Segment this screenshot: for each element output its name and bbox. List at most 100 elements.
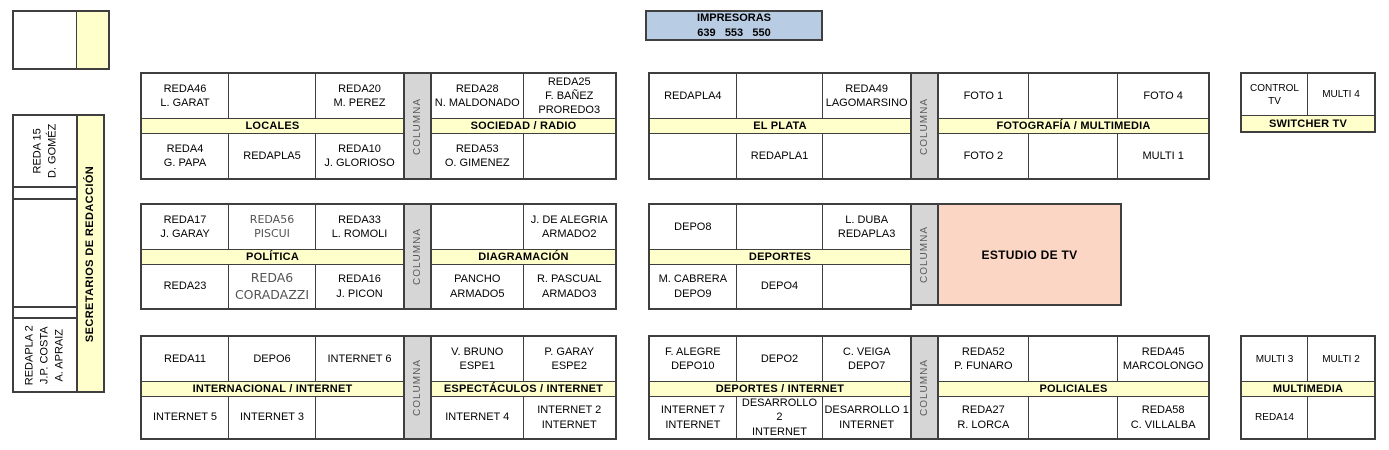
printers-title: IMPRESORAS <box>697 11 771 24</box>
block-multimedia: MULTI 3 MULTI 2 MULTIMEDIA REDA14 <box>1240 335 1376 440</box>
desk-cell: REDA53 O. GIMENEZ <box>432 134 524 178</box>
desk-cell <box>316 397 403 438</box>
section-label-espectaculos-internet: ESPECTÁCULOS / INTERNET <box>432 381 615 397</box>
desk-cell: J. DE ALEGRIA ARMADO2 <box>530 213 608 240</box>
section-label-multimedia: MULTIMEDIA <box>1242 381 1374 397</box>
section-label-el-plata: EL PLATA <box>650 118 910 134</box>
desk-cell <box>650 134 737 178</box>
block-deportes-internet: F. ALEGRE DEPO10 DEPO2 C. VEIGA DEPO7 DE… <box>648 335 912 440</box>
columna-strip: COLUMNA <box>403 335 432 440</box>
desk-label: REDAPLA 2 J.P. COSTA A. APRAIZ <box>23 325 66 385</box>
desk-cell: INTERNET 3 <box>229 397 316 438</box>
columna-label: COLUMNA <box>412 358 424 417</box>
desk-cell: MULTI 3 <box>1242 337 1308 381</box>
desk-cell: REDA45 MARCOLONGO <box>1122 345 1204 372</box>
desk-cell <box>524 134 616 178</box>
columna-label: COLUMNA <box>412 227 424 286</box>
desk-cell: MULTI 4 <box>1322 89 1360 100</box>
desk-cell: R. PASCUAL ARMADO3 <box>536 273 602 300</box>
desk-cell: REDA11 <box>142 337 229 381</box>
desk-cell: DEPO8 <box>650 205 737 249</box>
block-politica: REDA17 J. GARAY REDA56 PISCUI REDA33 L. … <box>140 203 405 310</box>
section-label-deportes: DEPORTES <box>650 249 910 265</box>
desk-cell: REDA28 N. MALDONADO <box>432 74 524 118</box>
columna-strip: COLUMNA <box>403 72 432 180</box>
columna-strip: COLUMNA <box>910 72 939 180</box>
block-internacional-internet: REDA11 DEPO6 INTERNET 6 INTERNACIONAL / … <box>140 335 405 440</box>
desk-cell: FOTO 4 <box>1143 89 1183 102</box>
desk-cell: M. CABRERA DEPO9 <box>650 265 737 308</box>
desk-cell: C. VEIGA DEPO7 <box>842 345 891 372</box>
desk-cell: REDA56 PISCUI <box>229 205 316 249</box>
section-label-fotografia-multimedia: FOTOGRAFÍA / MULTIMEDIA <box>939 118 1208 134</box>
desk-cell: REDA25 F. BAÑEZ PROREDO3 <box>538 75 601 117</box>
desk-cell: P. GARAY ESPE2 <box>544 345 595 372</box>
desk-cell: REDA46 L. GARAT <box>142 74 229 118</box>
block-locales: REDA46 L. GARAT REDA20 M. PEREZ LOCALES … <box>140 72 405 180</box>
desk-cell: INTERNET 5 <box>142 397 229 438</box>
tv-studio-label: ESTUDIO DE TV <box>981 247 1078 262</box>
block-el-plata: REDAPLA4 REDA49 LAGOMARSINO EL PLATA RED… <box>648 72 912 180</box>
desk-cell: DEPO4 <box>737 265 824 308</box>
desk-cell: DEPO2 <box>737 337 824 381</box>
columna-label: COLUMNA <box>919 97 931 155</box>
desk-cell: REDA17 J. GARAY <box>142 205 229 249</box>
desk-cell: DESARROLLO 2 INTERNET <box>737 397 824 438</box>
desk-cell: INTERNET 7 INTERNET <box>650 397 737 438</box>
block-diagramacion: J. DE ALEGRIA ARMADO2 DIAGRAMACIÓN PANCH… <box>430 203 617 310</box>
columna-label: COLUMNA <box>919 358 931 417</box>
legend-white-area <box>14 12 77 68</box>
secretaries-label: SECRETARIOS DE REDACCIÓN <box>84 165 97 342</box>
desk-cell: INTERNET 2 INTERNET <box>537 404 602 431</box>
desk-redapla2-costa-apraiz: REDAPLA 2 J.P. COSTA A. APRAIZ <box>12 317 78 393</box>
desk-cell <box>1029 397 1119 438</box>
desk-cell: REDA6 CORADAZZI <box>229 265 316 308</box>
block-policiales: REDA52 P. FUNARO REDA45 MARCOLONGO POLIC… <box>937 335 1210 440</box>
desk-cell <box>1029 337 1119 381</box>
printers-box: IMPRESORAS 639 553 550 <box>645 10 823 41</box>
desk-cell: L. DUBA REDAPLA3 <box>837 213 896 240</box>
desk-cell: MULTI 1 <box>1142 149 1184 162</box>
printers-numbers: 639 553 550 <box>697 26 771 39</box>
desk-cell: DEPO6 <box>229 337 316 381</box>
section-label-internacional-internet: INTERNACIONAL / INTERNET <box>142 381 403 397</box>
block-fotografia-multimedia: FOTO 1 FOTO 4 FOTOGRAFÍA / MULTIMEDIA FO… <box>937 72 1210 180</box>
columna-strip: COLUMNA <box>910 335 939 440</box>
desk-cell: V. BRUNO ESPE1 <box>432 337 524 381</box>
section-label-deportes-internet: DEPORTES / INTERNET <box>650 381 910 397</box>
section-label-sociedad-radio: SOCIEDAD / RADIO <box>432 118 615 134</box>
desk-cell: INTERNET 4 <box>432 397 524 438</box>
desk-cell: FOTO 1 <box>939 74 1029 118</box>
desk-cell: INTERNET 6 <box>327 352 392 365</box>
desk-cell: PANCHO ARMADO5 <box>432 265 524 308</box>
block-espectaculos-internet: V. BRUNO ESPE1 P. GARAY ESPE2 ESPECTÁCUL… <box>430 335 617 440</box>
legend-box <box>12 10 110 70</box>
desk-cell <box>823 134 910 178</box>
desk-cell: MULTI 2 <box>1322 353 1360 365</box>
desk-cell <box>1029 134 1119 178</box>
desk-cell <box>737 74 824 118</box>
desk-cell <box>1308 397 1374 438</box>
desk-label: REDA 15 D. GOMÉZ <box>31 123 58 179</box>
desk-cell <box>229 74 316 118</box>
desk-cell: REDA20 M. PEREZ <box>333 82 386 109</box>
desk-cell <box>1029 74 1119 118</box>
block-sociedad-radio: REDA28 N. MALDONADO REDA25 F. BAÑEZ PROR… <box>430 72 617 180</box>
desk-cell: CONTROL TV <box>1242 74 1308 115</box>
desk-cell: REDA23 <box>142 265 229 308</box>
desk-cell: REDAPLA4 <box>650 74 737 118</box>
section-label-policiales: POLICIALES <box>939 381 1208 397</box>
columna-strip: COLUMNA <box>910 203 939 306</box>
columna-label: COLUMNA <box>412 97 424 155</box>
desk-cell: REDA14 <box>1242 397 1308 438</box>
desk-cell <box>432 205 524 249</box>
desk-cell: REDA27 R. LORCA <box>939 397 1029 438</box>
tv-studio: ESTUDIO DE TV <box>937 203 1122 306</box>
desk-cell: REDA49 LAGOMARSINO <box>825 82 908 109</box>
desk-cell: FOTO 2 <box>939 134 1029 178</box>
desk-cell: DESARROLLO 1 INTERNET <box>824 404 909 431</box>
section-label-diagramacion: DIAGRAMACIÓN <box>432 249 615 265</box>
section-label-locales: LOCALES <box>142 118 403 134</box>
columna-label: COLUMNA <box>919 225 931 284</box>
